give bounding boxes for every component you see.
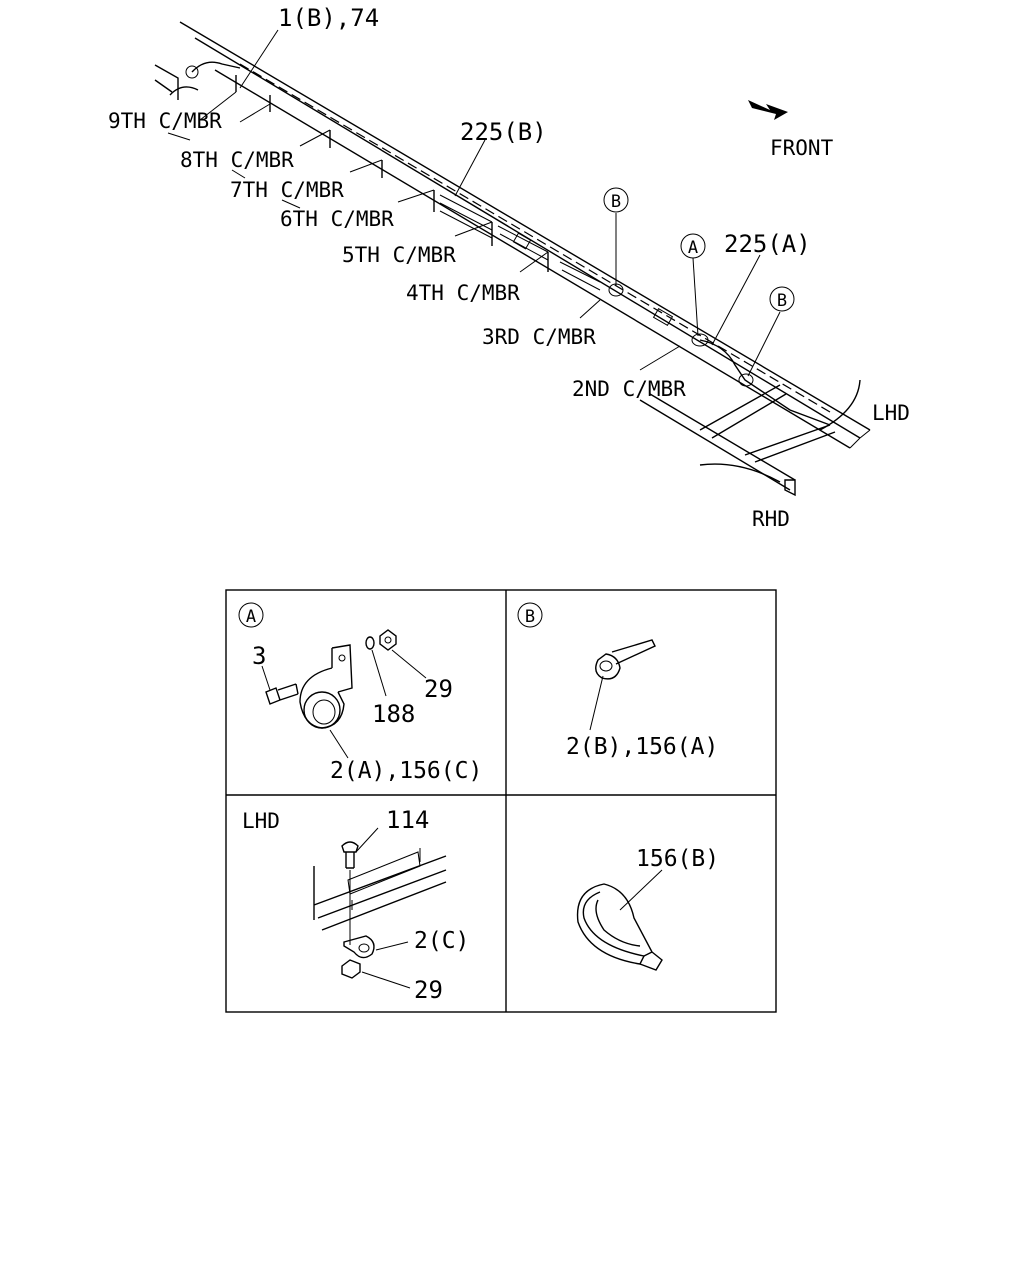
marker-a-letter: A	[688, 238, 698, 258]
detail-panel-clip: 156(B)	[576, 846, 719, 971]
front-arrow-icon	[748, 100, 788, 120]
detail-panel-a: A 3 29 188 2(A),156(C)	[238, 602, 482, 784]
part-114-label: 114	[386, 806, 429, 834]
pipe-clip-icon	[595, 639, 656, 680]
part-29-lhd-label: 29	[414, 976, 443, 1004]
crossmember-8th-label: 8TH C/MBR	[180, 148, 294, 172]
nut-icon	[379, 629, 397, 651]
part-188-label: 188	[372, 700, 415, 728]
detail-panel-b: B 2(B),156(A)	[517, 602, 718, 760]
part-2b-156a-label: 2(B),156(A)	[566, 734, 718, 760]
detail-panel-lhd: LHD 114 2(C) 29	[242, 806, 469, 1004]
part-156b-label: 156(B)	[636, 846, 719, 872]
crossmember-2nd-label: 2ND C/MBR	[572, 377, 686, 401]
loop-clip-icon	[576, 883, 653, 965]
panel-b-marker: B	[525, 607, 535, 627]
part-3-label: 3	[252, 642, 266, 670]
lhd-label: LHD	[872, 401, 910, 425]
clip-b-icon	[738, 373, 754, 387]
marker-b-top-1: B	[603, 187, 629, 213]
pipe-joint-icon	[652, 307, 674, 327]
callout-1b-74: 1(B),74	[278, 4, 379, 32]
callout-225a: 225(A)	[724, 230, 811, 258]
part-29-label: 29	[424, 675, 453, 703]
pipe-clamp-icon	[299, 644, 353, 729]
marker-b-letter: B	[777, 291, 787, 311]
crossmember-7th-label: 7TH C/MBR	[230, 178, 344, 202]
crossmember-5th-label: 5TH C/MBR	[342, 243, 456, 267]
callout-225b: 225(B)	[460, 118, 547, 146]
front-label: FRONT	[770, 136, 834, 160]
crossmember-9th-label: 9TH C/MBR	[108, 109, 222, 133]
crossmember-4th-label: 4TH C/MBR	[406, 281, 520, 305]
panel-lhd-title: LHD	[242, 809, 280, 833]
washer-icon	[365, 636, 375, 650]
detail-grid	[225, 589, 777, 1013]
leader-lines	[167, 29, 781, 377]
marker-b-letter: B	[611, 192, 621, 212]
bolt-icon	[265, 683, 299, 705]
part-2c-label: 2(C)	[414, 928, 469, 954]
marker-a-top: A	[680, 233, 706, 259]
marker-b-top-2: B	[769, 286, 795, 312]
pipe-clamp-icon	[343, 935, 375, 959]
crossmember-3rd-label: 3RD C/MBR	[482, 325, 596, 349]
bolt-icon	[341, 841, 359, 869]
clip-a-icon	[691, 333, 709, 347]
nut-icon	[341, 959, 361, 979]
rear-fitting-icon	[185, 65, 199, 79]
pipe-joint-icon	[512, 232, 532, 250]
panel-a-marker: A	[246, 607, 256, 627]
frame-rail-drawing	[154, 21, 871, 497]
crossmember-6th-label: 6TH C/MBR	[280, 207, 394, 231]
part-2a-156c-label: 2(A),156(C)	[330, 758, 482, 784]
rhd-label: RHD	[752, 507, 790, 531]
